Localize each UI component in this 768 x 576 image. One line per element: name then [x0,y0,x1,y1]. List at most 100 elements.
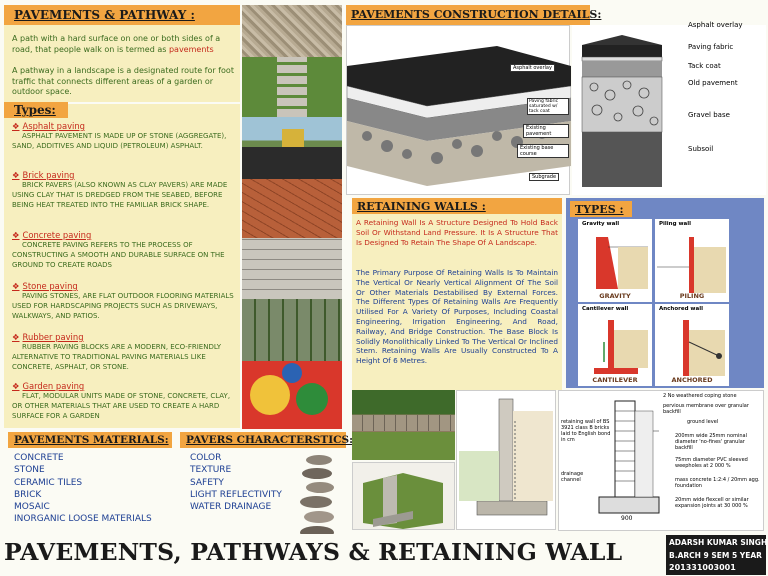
paving-type-title: Stone paving [22,281,78,291]
paving-type-concrete: ❖Concrete paving CONCRETE PAVING REFERS … [12,230,238,270]
detail-label: drainage channel [561,471,584,483]
intro-paragraph-1: A path with a hard surface on one or bot… [12,34,238,55]
concrete-paving-photo [242,238,342,299]
intro-paragraph-2: A pathway in a landscape is a designated… [12,66,234,96]
paving-type-rubber: ❖Rubber paving RUBBER PAVING BLOCKS ARE … [12,332,238,372]
pavement-layers-svg [581,35,663,187]
intro-heading: PAVEMENTS & PATHWAY : [14,8,195,22]
wall-detail-svg [598,400,660,514]
detail-label: 2 No weathered coping stone [663,393,737,399]
paving-type-title: Asphalt paving [22,121,85,131]
retaining-wall-detail-drawing: 2 No weathered coping stone pervious mem… [558,390,764,531]
types-box-heading-bar [570,201,632,217]
bullet-icon: ❖ [12,281,20,291]
pavement-section-svg [346,46,572,186]
paving-type-asphalt: ❖Asphalt paving ASPHALT PAVEMENT IS MADE… [12,121,238,151]
materials-item: INORGANIC LOOSE MATERIALS [14,514,152,525]
footer-bar [0,534,768,576]
detail-label: 200mm wide 25mm nominal diameter 'no-fin… [675,433,747,451]
paving-type-title: Concrete paving [22,230,92,240]
paving-type-brick: ❖Brick paving BRICK PAVERS (ALSO KNOWN A… [12,170,238,210]
asphalt-paving-photo [242,117,342,179]
rubber-paving-photo [242,361,342,429]
detail-label: ground level [687,419,719,425]
bullet-icon: ❖ [12,170,20,180]
retaining-wall-3d-drawing [352,462,455,530]
intro-paragraph-1-highlight: pavements [168,44,214,54]
paving-type-garden: ❖Garden paving FLAT, MODULAR UNITS MADE … [12,381,238,421]
paving-type-text: ASPHALT PAVEMENT IS MADE UP OF STONE (AG… [12,132,227,150]
wall-3d-svg [363,473,443,529]
wall-section-svg [459,398,553,516]
pavers-item: WATER DRAINAGE [190,502,272,513]
intro-heading-bar [4,5,240,25]
wall-type-caption: GRAVITY [599,292,631,300]
pavers-item: TEXTURE [190,465,232,476]
author-box [666,535,766,575]
paving-type-text: CONCRETE PAVING REFERS TO THE PROCESS OF… [12,241,225,269]
bullet-icon: ❖ [12,230,20,240]
types-heading: Types: [14,103,56,117]
section-label: Asphalt overlay [510,64,555,72]
paving-type-text: PAVING STONES, ARE FLAT OUTDOOR FLOORING… [12,292,234,320]
paving-type-text: FLAT, MODULAR UNITS MADE OF STONE, CONCR… [12,392,231,420]
pavers-item: LIGHT REFLECTIVITY [190,489,282,500]
types-panel [4,104,240,428]
materials-item: CONCRETE [14,453,64,463]
page-title: PAVEMENTS, PATHWAYS & RETAINING WALL [4,538,623,566]
section-label: Paving fabric saturated w/ tack coat [527,98,569,115]
retaining-panel [352,198,562,390]
retaining-body: The Primary Purpose Of Retaining Walls I… [356,268,558,366]
detail-label: mass concrete 1:2:4 / 20mm agg. foundati… [675,477,760,489]
materials-item: CERAMIC TILES [14,477,83,488]
author-name: ADARSH KUMAR SINGH [669,538,768,547]
pavers-item: SAFETY [190,477,224,488]
gravity-wall-svg [596,237,648,289]
detail-label: 20mm wide flexcell or similar expansion … [675,497,749,509]
section-label: Existing base course [517,144,569,158]
wall-type-top-label: Cantilever wall [582,306,629,312]
wall-type-caption: ANCHORED [671,376,713,384]
wall-type-anchored: Anchored wall ANCHORED [655,304,729,386]
retaining-heading: RETAINING WALLS : [357,200,486,213]
anchored-wall-svg [683,320,725,376]
pavers-item: COLOR [190,453,222,463]
retaining-heading-bar [352,198,562,214]
layer-label: Gravel base [688,111,730,119]
pavers-list: COLOR TEXTURE SAFETY LIGHT REFLECTIVITY … [190,452,282,513]
materials-list: CONCRETE STONE CERAMIC TILES BRICK MOSAI… [14,452,152,526]
layer-label: Subsoil [688,145,714,153]
wall-type-caption: CANTILEVER [592,376,638,384]
wall-type-piling: Piling wall PILING [655,219,729,302]
bullet-icon: ❖ [12,121,20,131]
pavers-heading: PAVERS CHARACTERSTICS: [186,434,353,446]
paving-type-text: RUBBER PAVING BLOCKS ARE A MODERN, ECO-F… [12,343,222,371]
pathway-stones-photo [242,5,342,57]
materials-item: MOSAIC [14,502,50,513]
construction-heading-bar [346,5,590,25]
pavers-heading-bar [180,432,346,448]
section-label: Subgrade [529,173,560,181]
pavement-section-drawing: Asphalt overlay Paving fabric saturated … [346,25,572,195]
materials-heading: PAVEMENTS MATERIALS: [14,434,169,446]
construction-heading: PAVEMENTS CONSTRUCTION DETAILS: [351,8,602,21]
wall-type-top-label: Anchored wall [659,306,703,312]
detail-label: 900 [621,515,633,522]
wall-type-cantilever: Cantilever wall CANTILEVER [578,304,652,386]
author-roll: 201331003001 [669,563,736,572]
paving-type-text: BRICK PAVERS (ALSO KNOWN AS CLAY PAVERS)… [12,181,228,209]
cantilever-wall-svg [594,320,648,374]
types-heading-bar [4,102,68,118]
materials-heading-bar [8,432,172,448]
brick-paving-photo [242,179,342,238]
bullet-icon: ❖ [12,332,20,342]
paving-type-title: Brick paving [22,170,75,180]
stepping-stones-image [296,455,342,540]
wall-type-top-label: Gravity wall [582,221,620,227]
detail-label: 75mm diameter PVC sleeved weepholes at 2… [675,457,748,469]
layer-label: Tack coat [688,62,721,70]
retaining-wall-photo [352,390,455,460]
intro-paragraph-1-text: A path with a hard surface on one or bot… [12,34,221,54]
pavement-layers-drawing: Asphalt overlay Paving fabric Tack coat … [572,21,766,195]
section-label: Existing pavement [523,124,569,138]
